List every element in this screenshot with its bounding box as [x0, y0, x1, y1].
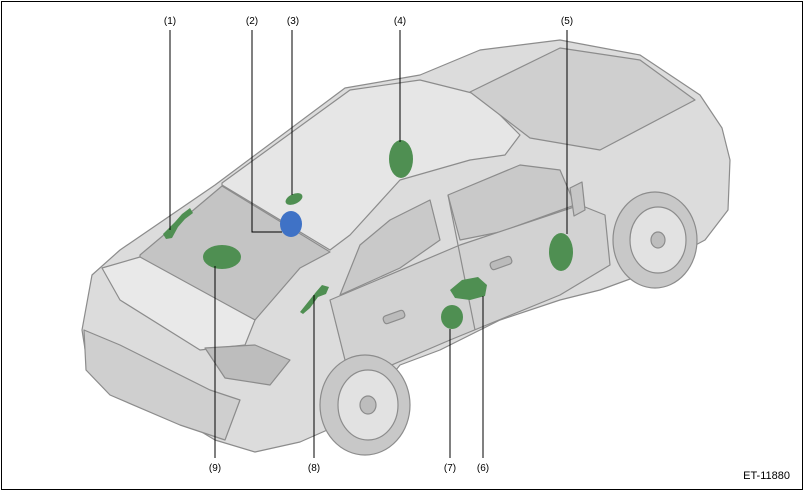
leader-2 [251, 30, 282, 233]
car-body [81, 39, 731, 456]
figure-id: ET-11880 [743, 470, 790, 482]
trunk-lid-part [203, 245, 241, 269]
side-mirror [569, 181, 586, 217]
callout-label-7: (7) [444, 463, 456, 474]
rear-door-lower-part [441, 305, 463, 329]
rear-bumper [83, 329, 241, 441]
callout-label-9: (9) [209, 463, 221, 474]
rear-side-window [339, 199, 441, 296]
callout-label-5: (5) [561, 16, 573, 27]
roof-panel-part [389, 140, 413, 178]
rear-wheel [319, 354, 411, 456]
green-bracket-part [163, 208, 193, 239]
callout-label-2: (2) [246, 16, 258, 27]
door-seam [447, 194, 476, 331]
callout-label-4: (4) [394, 16, 406, 27]
windshield [469, 47, 696, 151]
callout-labels: (1) (2) (3) (4) (5) (6) (7) (8) (9) [164, 16, 573, 474]
blue-round-part [280, 211, 302, 237]
callout-label-1: (1) [164, 16, 176, 27]
callout-label-8: (8) [308, 463, 320, 474]
rear-door-upper-part [450, 277, 487, 300]
tail-light [204, 344, 291, 386]
front-door-handle [489, 255, 513, 271]
front-door-part [549, 233, 573, 271]
callout-label-6: (6) [477, 463, 489, 474]
parts [163, 140, 573, 329]
front-wheel [612, 191, 698, 289]
rear-door-handle [382, 309, 406, 325]
callout-label-3: (3) [287, 16, 299, 27]
green-small-part [285, 193, 303, 205]
roof-panel [221, 79, 521, 251]
leader-lines [169, 30, 568, 458]
